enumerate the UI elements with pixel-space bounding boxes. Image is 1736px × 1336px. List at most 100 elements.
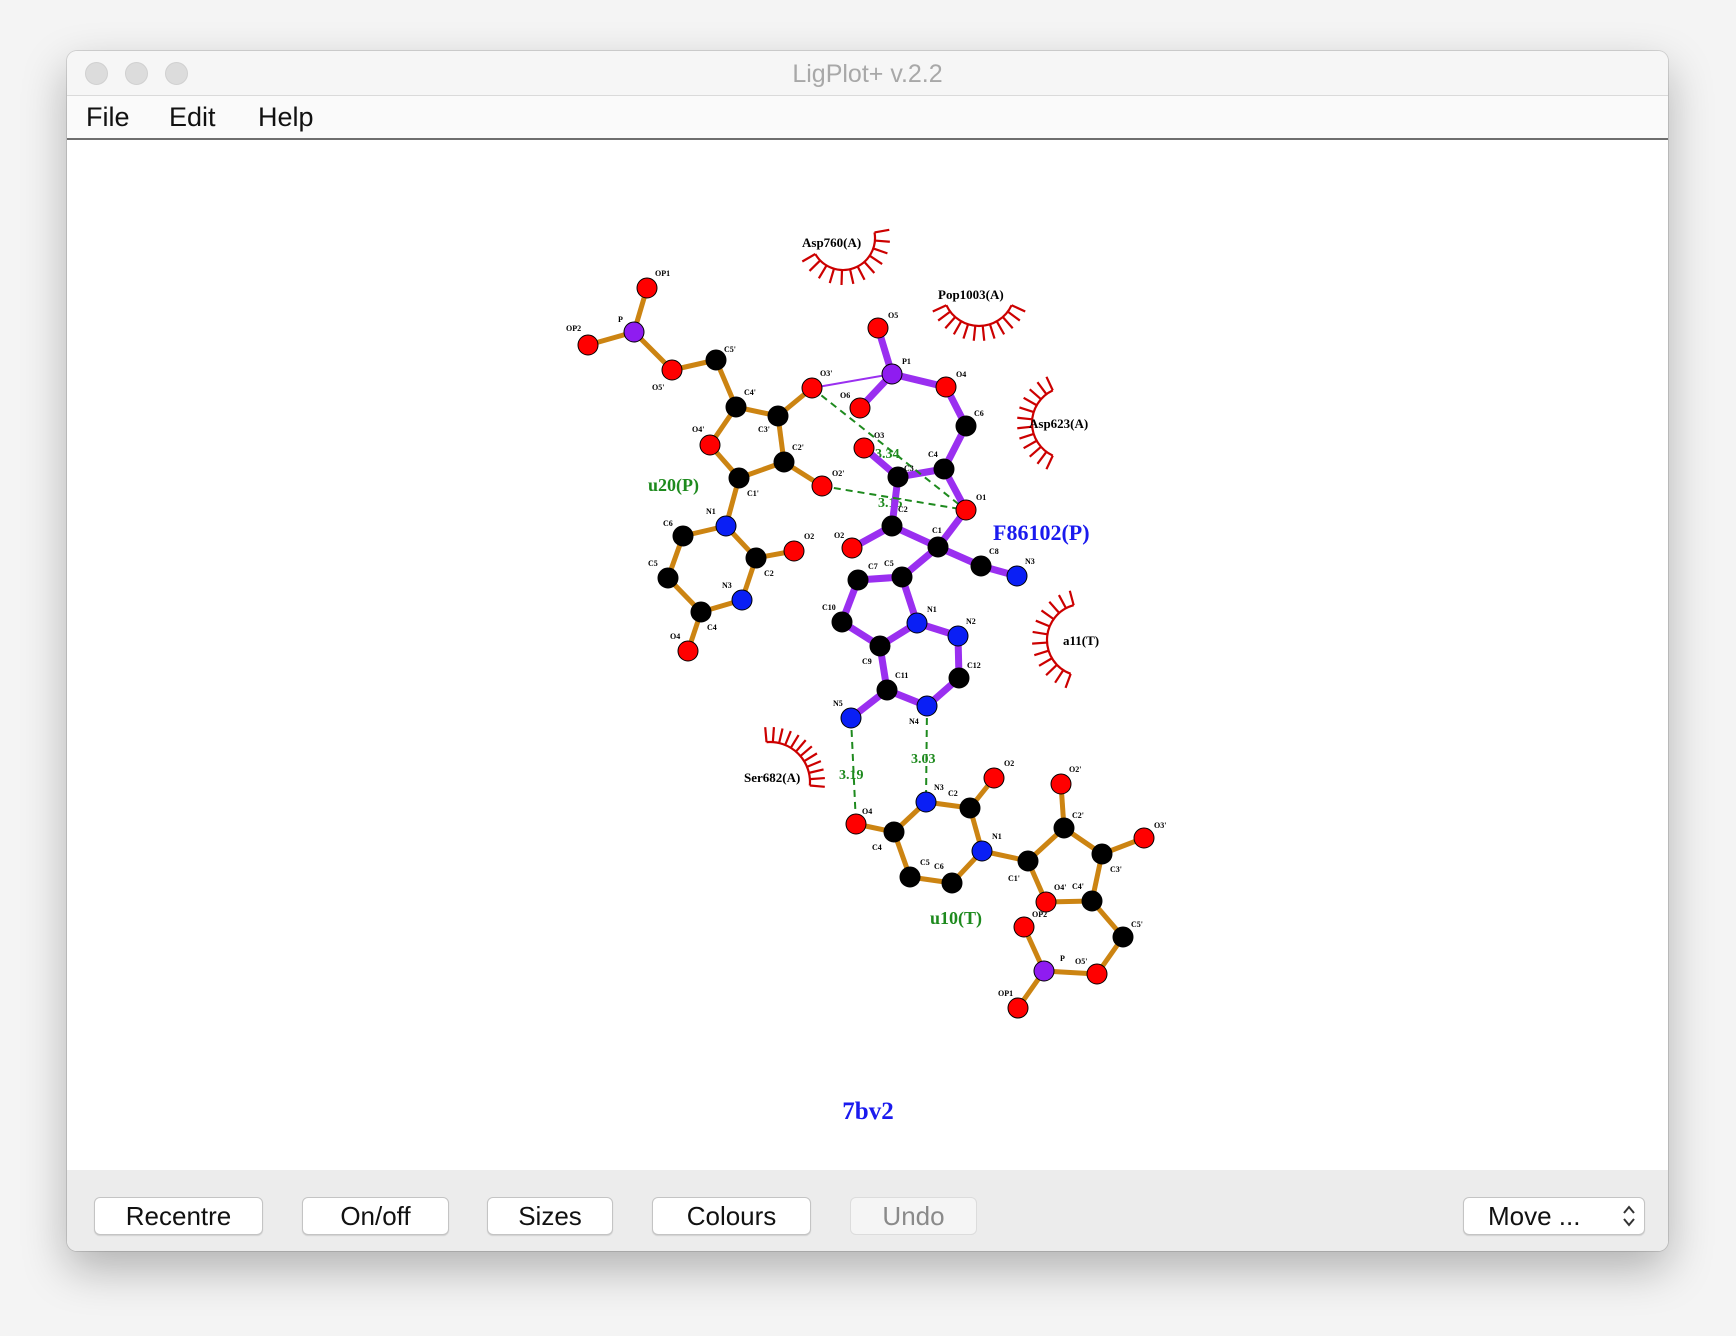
atom-C6[interactable]: C6 (934, 862, 963, 894)
residue-label: a11(T) (1063, 633, 1099, 648)
atom-N5[interactable]: N5 (833, 699, 862, 729)
atom-C4[interactable]: C4 (872, 821, 905, 852)
atom-label: O2 (834, 531, 844, 540)
atom-C2[interactable]: C2 (948, 789, 981, 819)
minimize-window-button[interactable] (125, 62, 148, 85)
atom-label: C9 (862, 657, 872, 666)
atom-O4[interactable]: O4 (670, 632, 699, 662)
atom-O2[interactable]: O2 (783, 532, 814, 562)
atom-O2[interactable]: O2 (834, 531, 863, 559)
atom-C1[interactable]: C1 (927, 526, 949, 558)
ligplot-diagram[interactable]: Asp760(A) Pop1003(A) Asp623(A) a11(T) Ser682… (67, 140, 1668, 1170)
atom-N3[interactable]: N3 (1006, 557, 1035, 587)
atom-C3[interactable]: C3 (887, 464, 914, 488)
atom-O3'[interactable]: O3' (1133, 821, 1166, 849)
residue-name: u20(P) (648, 475, 699, 496)
recentre-button[interactable]: Recentre (94, 1197, 263, 1235)
on-off-button[interactable]: On/off (302, 1197, 449, 1235)
colours-button[interactable]: Colours (652, 1197, 811, 1235)
atom-N1[interactable]: N1 (971, 832, 1002, 862)
atom-C5'[interactable]: C5' (705, 345, 736, 371)
hydrophobic-contact[interactable]: Asp760(A) (801, 228, 890, 286)
atom-O2[interactable]: O2 (983, 759, 1014, 789)
atom-C3'[interactable]: C3' (1091, 843, 1122, 874)
atom-O5[interactable]: O5 (867, 311, 898, 339)
atom-label: C2 (898, 505, 908, 514)
atom-O1[interactable]: O1 (955, 493, 986, 521)
atom-OP2[interactable]: OP2 (1013, 910, 1047, 938)
atom-label: C5 (648, 559, 658, 568)
atom-C5[interactable]: C5 (899, 858, 930, 888)
atom-N3[interactable]: N3 (915, 783, 944, 813)
hydrophobic-contact[interactable]: Pop1003(A) (932, 287, 1026, 341)
atom-C5[interactable]: C5 (648, 559, 679, 589)
atom-C6[interactable]: C6 (955, 409, 984, 437)
undo-button[interactable]: Undo (850, 1197, 977, 1235)
hydrogen-bond[interactable] (821, 485, 967, 511)
atom-C1'[interactable]: C1' (728, 467, 759, 498)
hydrophobic-contact[interactable]: Asp623(A) (1017, 376, 1088, 470)
plot-canvas[interactable]: Asp760(A) Pop1003(A) Asp623(A) a11(T) Ser682… (67, 140, 1668, 1170)
atom-C2[interactable]: C2 (881, 505, 908, 537)
atom-C2'[interactable]: C2' (773, 443, 804, 473)
atom-C6[interactable]: C6 (663, 519, 694, 547)
hydrogen-bond[interactable] (850, 717, 857, 825)
atom-O4'[interactable]: O4' (692, 425, 721, 456)
zoom-window-button[interactable] (165, 62, 188, 85)
title-bar[interactable]: LigPlot+ v.2.2 (67, 51, 1668, 96)
atom-P[interactable]: P (618, 315, 645, 343)
atom-C3'[interactable]: C3' (758, 405, 789, 434)
atom-C2'[interactable]: C2' (1053, 811, 1084, 839)
atom-N2[interactable]: N2 (947, 617, 976, 647)
sizes-button[interactable]: Sizes (487, 1197, 613, 1235)
atom-label: C5' (1131, 920, 1143, 929)
atom-N4[interactable]: N4 (909, 695, 938, 726)
atom-label: OP1 (998, 989, 1013, 998)
atom-C1'[interactable]: C1' (1008, 850, 1039, 883)
atom-N1[interactable]: N1 (906, 605, 937, 634)
atom-O3'[interactable]: O3' (801, 369, 832, 399)
menu-edit[interactable]: Edit (169, 102, 216, 132)
atom-P[interactable]: P (1033, 954, 1065, 982)
atom-C4[interactable]: C4 (690, 601, 717, 632)
atom-N3[interactable]: N3 (722, 581, 753, 611)
atom-O3[interactable]: O3 (853, 431, 884, 459)
atom-O2'[interactable]: O2' (1050, 765, 1081, 795)
move-select[interactable]: Move ... (1463, 1197, 1645, 1235)
menu-file[interactable]: File (86, 102, 130, 132)
atom-C7[interactable]: C7 (847, 562, 878, 591)
atom-O5'[interactable]: O5' (652, 359, 683, 392)
atom-P1[interactable]: P1 (881, 357, 911, 385)
atom-O4[interactable]: O4 (845, 807, 872, 835)
atom-N1[interactable]: N1 (706, 507, 737, 537)
atom-C4[interactable]: C4 (928, 450, 955, 480)
atom-C11[interactable]: C11 (876, 671, 908, 701)
close-window-button[interactable] (85, 62, 108, 85)
atom-C8[interactable]: C8 (970, 547, 999, 577)
atom-OP1[interactable]: OP1 (998, 989, 1029, 1019)
atom-C2[interactable]: C2 (745, 547, 774, 578)
atom-C4'[interactable]: C4' (1072, 882, 1103, 912)
atom-C4'[interactable]: C4' (725, 388, 756, 418)
atom-label: O5' (652, 383, 664, 392)
atom-C5[interactable]: C5 (884, 559, 913, 588)
hydrogen-bond[interactable] (925, 705, 928, 803)
atom-OP1[interactable]: OP1 (636, 269, 670, 299)
atom-C10[interactable]: C10 (822, 603, 853, 633)
atom-label: N1 (706, 507, 716, 516)
atom-C5'[interactable]: C5' (1112, 920, 1143, 948)
atom-O4[interactable]: O4 (935, 370, 966, 398)
atom-C12[interactable]: C12 (948, 661, 981, 689)
atom-OP2[interactable]: OP2 (566, 324, 599, 356)
hydrophobic-contact[interactable]: Ser682(A) (744, 727, 825, 788)
hydrophobic-contact[interactable]: a11(T) (1032, 590, 1099, 689)
atom-O5'[interactable]: O5' (1075, 957, 1108, 985)
hydrogen-bond[interactable] (811, 387, 967, 511)
atom-O2'[interactable]: O2' (811, 469, 844, 497)
bottom-toolbar: Recentre On/off Sizes Colours Undo Move … (67, 1170, 1668, 1251)
atom-O4'[interactable]: O4' (1035, 883, 1066, 913)
residue-label: Asp760(A) (802, 235, 861, 250)
atom-O6[interactable]: O6 (840, 391, 871, 419)
atom-C9[interactable]: C9 (862, 635, 891, 666)
menu-help[interactable]: Help (258, 102, 314, 132)
